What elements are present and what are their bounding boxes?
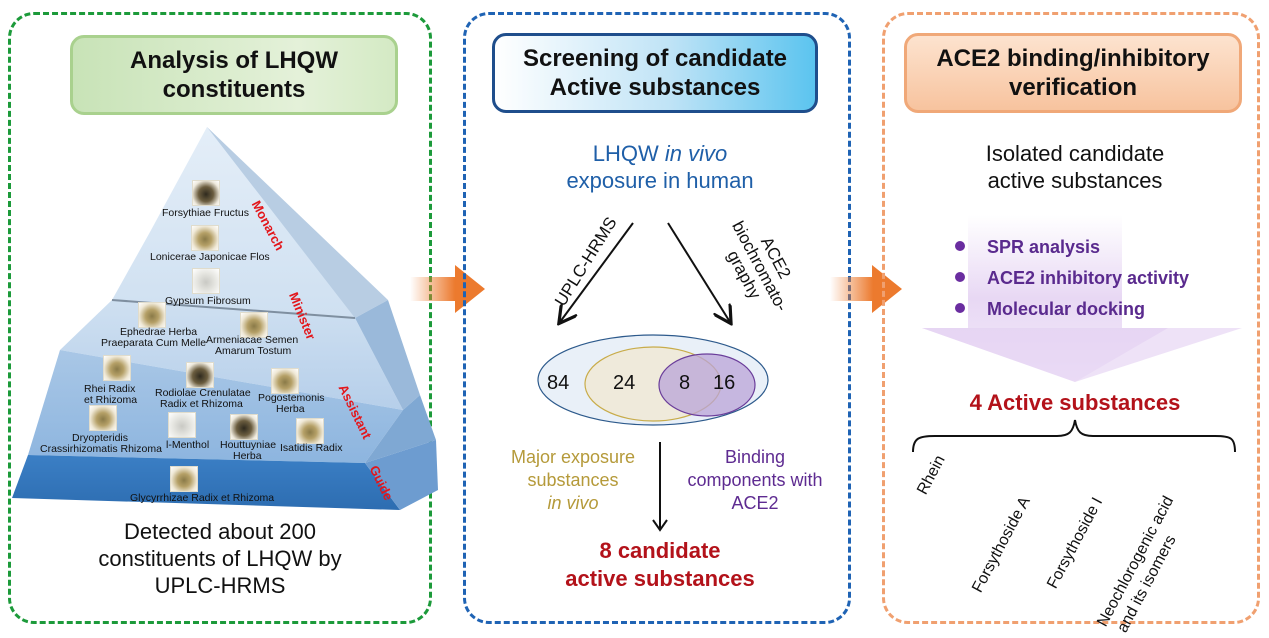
herb-image — [271, 368, 299, 394]
text-line: Isolated candidate — [985, 141, 1165, 166]
text-line: Major exposure — [510, 447, 636, 467]
verification-title-line2: verification — [1008, 74, 1138, 101]
flow-arrow-1 — [410, 265, 485, 313]
method-label: ACE2 inhibitory activity — [987, 268, 1190, 288]
herb-label: Armeniacae Semen — [206, 334, 299, 346]
binding-components-text: Binding components with ACE2 — [665, 446, 845, 515]
screening-arrows — [530, 222, 790, 335]
text-line: active substances — [987, 168, 1163, 193]
herb-label: Pogostemonis — [258, 392, 325, 404]
isolated-text: Isolated candidate active substances — [900, 140, 1250, 194]
exposure-italic: in vivo — [664, 141, 728, 166]
exposure-prefix: LHQW — [592, 141, 665, 166]
herb-image — [103, 355, 131, 381]
verification-panel — [882, 12, 1260, 624]
venn-count-outer: 84 — [547, 372, 570, 394]
left-arrow — [560, 222, 634, 322]
analysis-title-line2: constituents — [162, 76, 306, 103]
venn-count-yellow: 24 — [613, 372, 636, 394]
herb-label: Houttuyniae — [220, 439, 277, 451]
pyramid-side-assistant — [365, 395, 436, 463]
active-substances-result: 4 Active substances — [969, 390, 1181, 415]
footer-line: constituents of LHQW by — [98, 546, 342, 571]
herb-image — [230, 414, 258, 440]
herb-label: Herba — [276, 403, 305, 415]
major-exposure-text: Major exposure substances in vivo — [488, 446, 658, 515]
herb-image — [296, 418, 324, 444]
herb-label: l-Menthol — [166, 439, 210, 451]
text-line: substances — [527, 470, 619, 490]
pyramid-tier-monarch — [112, 127, 355, 318]
method-label: Molecular docking — [987, 299, 1146, 319]
herb-image — [186, 362, 214, 388]
verification-title-line1: ACE2 binding/inhibitory — [936, 45, 1210, 72]
herb-label: Gypsum Fibrosum — [165, 295, 251, 307]
bullet-icon — [955, 241, 965, 252]
herb-label: Glycyrrhizae Radix et Rhizoma — [130, 492, 275, 504]
herb-label: Radix et Rhizoma — [160, 398, 243, 410]
method-item: SPR analysis — [955, 237, 1100, 258]
venn-purple — [658, 353, 756, 417]
herb-label: Praeparata Cum Melle — [101, 337, 207, 349]
method-label: SPR analysis — [987, 237, 1101, 257]
exposure-text: LHQW in vivo exposure in human — [480, 140, 840, 194]
herb-label: Crassirhizomatis Rhizoma — [40, 443, 162, 455]
analysis-title: Analysis of LHQW constituents — [70, 35, 398, 115]
text-line: components with — [687, 470, 823, 490]
pyramid-side-guide — [365, 440, 438, 510]
down-arrow — [652, 442, 668, 532]
herb-image — [240, 312, 268, 338]
herb-label: Herba — [233, 450, 262, 462]
footer-line: Detected about 200 — [123, 519, 317, 544]
herb-label: Dryopteridis — [72, 432, 129, 444]
exposure-line2: exposure in human — [566, 168, 754, 193]
method-item: Molecular docking — [955, 299, 1145, 320]
method-item: ACE2 inhibitory activity — [955, 268, 1189, 289]
text-line: Binding — [724, 447, 786, 467]
screening-title-line1: Screening of candidate — [522, 45, 788, 72]
pyramid-side-monarch — [207, 127, 388, 318]
herb-label: Rhei Radix — [84, 383, 136, 395]
verification-title: ACE2 binding/inhibitory verification — [904, 33, 1242, 113]
herb-image — [89, 405, 117, 431]
analysis-title-line1: Analysis of LHQW — [129, 47, 339, 74]
herb-label: et Rhizoma — [84, 394, 138, 406]
text-line: ACE2 — [731, 493, 779, 513]
venn-count-overlap: 8 — [679, 372, 691, 394]
venn-count-purple: 16 — [713, 372, 736, 394]
text-line: in vivo — [547, 493, 599, 513]
methods-arrow — [922, 215, 1242, 382]
herb-label: Forsythiae Fructus — [162, 207, 249, 219]
screening-title: Screening of candidate Active substances — [492, 33, 818, 113]
screening-panel — [463, 12, 851, 624]
analysis-footer: Detected about 200 constituents of LHQW … — [20, 518, 420, 599]
brace — [912, 419, 1236, 453]
herb-image — [138, 302, 166, 328]
pyramid-side-minister — [355, 300, 420, 410]
herb-label: Ephedrae Herba — [120, 326, 198, 338]
herb-label: Amarum Tostum — [215, 345, 292, 357]
bullet-icon — [955, 303, 965, 314]
herb-label: Isatidis Radix — [280, 442, 343, 454]
herb-image — [192, 268, 220, 294]
bullet-icon — [955, 272, 965, 283]
herb-image — [168, 412, 196, 438]
herb-image — [170, 466, 198, 492]
footer-line: UPLC-HRMS — [154, 573, 286, 598]
herb-image — [191, 225, 219, 251]
result-line: 8 candidate — [599, 538, 721, 563]
right-arrow — [667, 222, 730, 322]
result-line: active substances — [565, 566, 755, 591]
candidate-result: 8 candidate active substances — [480, 537, 840, 593]
pyramid-tier-guide — [12, 455, 400, 510]
analysis-panel — [8, 12, 432, 624]
screening-title-line2: Active substances — [549, 74, 761, 101]
herb-image — [192, 180, 220, 206]
herb-label: Rodiolae Crenulatae — [155, 387, 251, 399]
venn-diagram — [537, 334, 769, 426]
herb-label: Lonicerae Japonicae Flos — [150, 251, 270, 263]
